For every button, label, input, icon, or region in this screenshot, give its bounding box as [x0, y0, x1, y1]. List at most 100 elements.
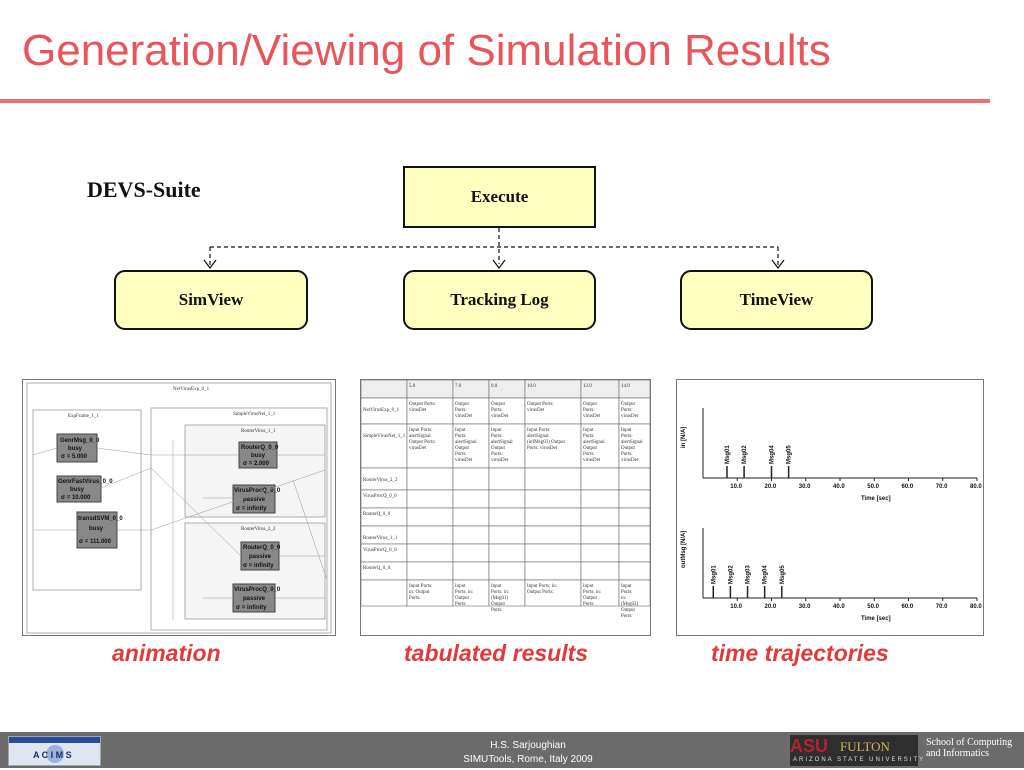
- table-cell: [580, 423, 620, 469]
- svg-text:busy: busy: [89, 526, 104, 532]
- table-cell: [361, 579, 408, 607]
- title-divider: [0, 99, 990, 103]
- arrow-simview: [203, 259, 217, 269]
- simview-box: SimView: [114, 270, 308, 330]
- virus-proc-bottom-node: VirusProcQ_0_0 passive σ = infinity: [232, 583, 281, 613]
- svg-text:busy: busy: [251, 453, 266, 459]
- table-cell: [618, 489, 650, 509]
- x-tick-label: 20.0: [765, 604, 777, 610]
- tracking-log-box: Tracking Log: [403, 270, 596, 330]
- x-tick-label: 60.0: [902, 484, 914, 490]
- event-label: Msg02: [728, 565, 734, 584]
- svg-text:σ = infinity: σ = infinity: [236, 506, 267, 512]
- svg-text:σ = 5.000: σ = 5.000: [61, 454, 88, 460]
- svg-text:passive: passive: [249, 554, 272, 560]
- table-cell: [488, 467, 526, 491]
- table-cell: [580, 525, 620, 545]
- table-cell: [452, 525, 490, 545]
- x-tick-label: 50.0: [867, 484, 879, 490]
- table-cell: [452, 380, 490, 399]
- genr-fast-virus-node: GenrFastVirus_0_0 busy σ = 10.000: [56, 475, 113, 503]
- school-line-2: and Informatics: [926, 748, 990, 759]
- table-header-cell: 7.0: [455, 384, 462, 389]
- table-header-cell: 10.0: [527, 384, 536, 389]
- table-cell-text: RouterVirus_2_2: [363, 478, 398, 483]
- school-line-1: School of Computing: [926, 737, 1013, 748]
- execute-box: Execute: [403, 166, 596, 228]
- table-cell: [488, 489, 526, 509]
- event-label: Msg05: [787, 445, 793, 464]
- footer-venue: SIMUTools, Rome, Italy 2009: [463, 754, 593, 765]
- table-cell: [361, 423, 408, 469]
- svg-text:σ = 10.000: σ = 10.000: [61, 495, 91, 501]
- svg-text:GenrFastVirus_0_0: GenrFastVirus_0_0: [58, 479, 113, 485]
- table-cell-text: Input Ports:alertSignal(infMsg03) Output…: [527, 428, 566, 451]
- table-cell-text: Output Ports:virusDet: [527, 402, 554, 413]
- table-cell: [406, 525, 454, 545]
- table-cell-text: NetVirusExp_0_1: [363, 408, 400, 413]
- table-cell: [524, 561, 582, 581]
- table-cell: [452, 561, 490, 581]
- x-tick-label: 60.0: [902, 604, 914, 610]
- table-cell: [618, 579, 650, 607]
- svg-text:passive: passive: [243, 497, 266, 503]
- x-tick-label: 70.0: [936, 484, 948, 490]
- x-axis-label: Time [sec]: [861, 616, 891, 622]
- table-cell: [618, 380, 650, 399]
- table-cell: [361, 380, 408, 399]
- x-axis-label: Time [sec]: [861, 496, 891, 502]
- table-cell: [618, 423, 650, 469]
- table-cell: [618, 525, 650, 545]
- table-header-cell: 14.0: [621, 384, 630, 389]
- table-cell: [488, 423, 526, 469]
- table-cell: [452, 423, 490, 469]
- table-cell: [488, 561, 526, 581]
- table-cell: [524, 579, 582, 607]
- table-cell-text: RouterQ_0_0: [363, 566, 391, 571]
- svg-text:busy: busy: [68, 446, 83, 452]
- footer-author: H.S. Sarjoughian: [490, 740, 566, 751]
- table-cell: [580, 467, 620, 491]
- table-cell-text: VirusProcQ_0_0: [363, 494, 397, 499]
- svg-text:VirusProcQ_0_0: VirusProcQ_0_0: [234, 488, 281, 494]
- table-cell: [406, 397, 454, 425]
- table-cell: [488, 507, 526, 527]
- table-cell: [488, 380, 526, 399]
- simview-animation-drawing: NetVirusExp_0_1 ExpFrame_1_1 SimpleVirus…: [26, 382, 332, 634]
- table-cell: [361, 507, 408, 527]
- table-cell: [524, 380, 582, 399]
- table-cell: [452, 507, 490, 527]
- fulton-logo: FULTON: [840, 739, 890, 754]
- devs-suite-label: DEVS-Suite: [87, 177, 201, 202]
- table-header-cell: 9.0: [491, 384, 498, 389]
- table-cell: [406, 423, 454, 469]
- table-cell: [488, 579, 526, 607]
- event-label: Msg05: [780, 565, 786, 584]
- table-cell: [406, 543, 454, 563]
- table-cell: [488, 543, 526, 563]
- svg-text:GenrMsg_0_0: GenrMsg_0_0: [60, 438, 100, 444]
- arrow-tracking: [492, 259, 506, 269]
- svg-text:busy: busy: [70, 487, 85, 493]
- table-cell: [524, 543, 582, 563]
- table-cell: [361, 397, 408, 425]
- connector-lines: [203, 228, 785, 269]
- table-header-cell: 12.0: [583, 384, 592, 389]
- x-tick-label: 10.0: [730, 484, 742, 490]
- event-label: Msg01: [711, 565, 717, 584]
- asu-name: ARIZONA STATE UNIVERSITY: [793, 757, 926, 763]
- svg-text:RouterQ_0_0: RouterQ_0_0: [243, 545, 281, 551]
- exp-frame-label: ExpFrame_1_1: [68, 414, 99, 419]
